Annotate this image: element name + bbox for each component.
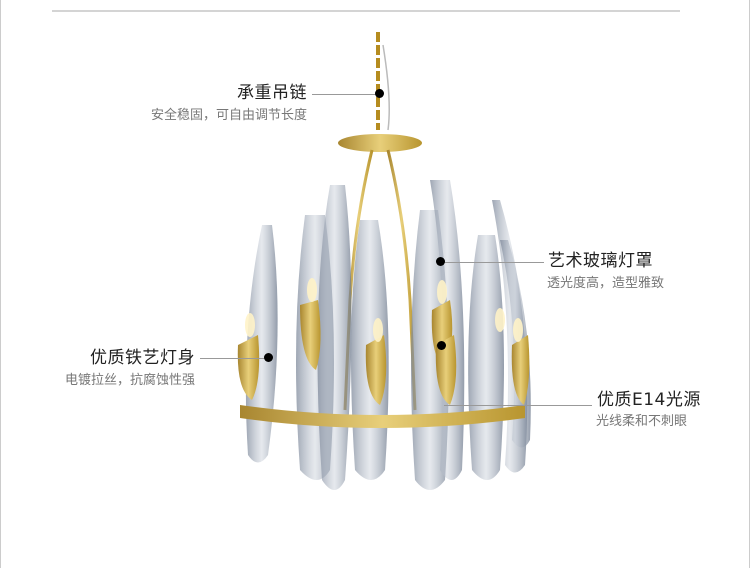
annotation-subtitle: 光线柔和不刺眼 (596, 414, 688, 429)
glass-shades (245, 180, 531, 490)
marker-dot (436, 257, 445, 266)
bulbs (245, 278, 523, 342)
chain (376, 32, 390, 131)
marker-dot (375, 89, 384, 98)
marker-dot (437, 341, 446, 350)
leader-line (200, 358, 265, 359)
marker-dot (264, 353, 273, 362)
annotation-subtitle: 电镀拉丝，抗腐蚀性强 (64, 373, 195, 388)
gold-ring (240, 405, 525, 428)
leader-line (444, 405, 592, 406)
divider (52, 10, 680, 12)
leader-line (312, 94, 376, 95)
annotation-subtitle: 透光度高，造型雅致 (547, 276, 665, 291)
canopy (338, 134, 422, 152)
annotation-subtitle: 安全稳固，可自由调节长度 (150, 108, 307, 123)
annotation-title: 优质铁艺灯身 (90, 348, 195, 368)
leader-line (444, 262, 544, 263)
annotation-title: 优质E14光源 (597, 390, 701, 410)
annotation-title: 艺术玻璃灯罩 (548, 251, 653, 271)
gold-cups (237, 300, 530, 405)
annotation-title: 承重吊链 (237, 83, 307, 103)
